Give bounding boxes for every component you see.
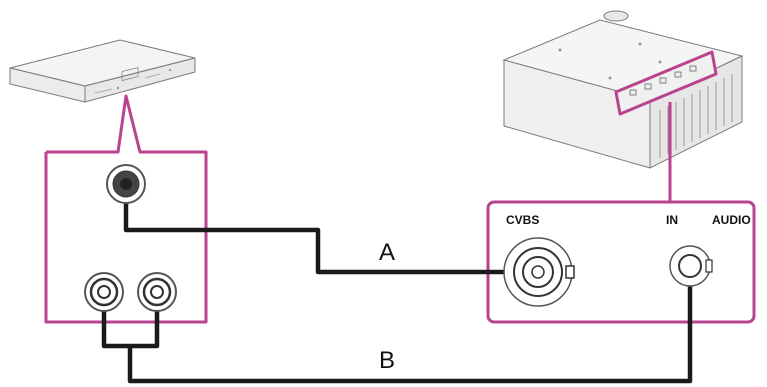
cable-a-label: A	[379, 239, 395, 266]
source-video-connector	[106, 164, 146, 204]
audio-label: AUDIO	[712, 213, 751, 227]
audio-in-connector	[669, 245, 713, 287]
source-audio-left-connector	[84, 272, 124, 312]
source-connectors	[84, 164, 177, 312]
cables	[101, 185, 693, 384]
cable-a	[123, 185, 525, 275]
cable-b-label: B	[379, 347, 395, 374]
projector-connectors	[503, 237, 713, 307]
source-audio-right-connector	[137, 272, 177, 312]
in-label: IN	[666, 213, 678, 227]
source-device	[9, 39, 196, 103]
cvbs-label: CVBS	[506, 213, 539, 227]
projector-panel-highlight	[614, 50, 718, 116]
cable-b	[101, 267, 693, 384]
cvbs-connector	[503, 237, 575, 307]
